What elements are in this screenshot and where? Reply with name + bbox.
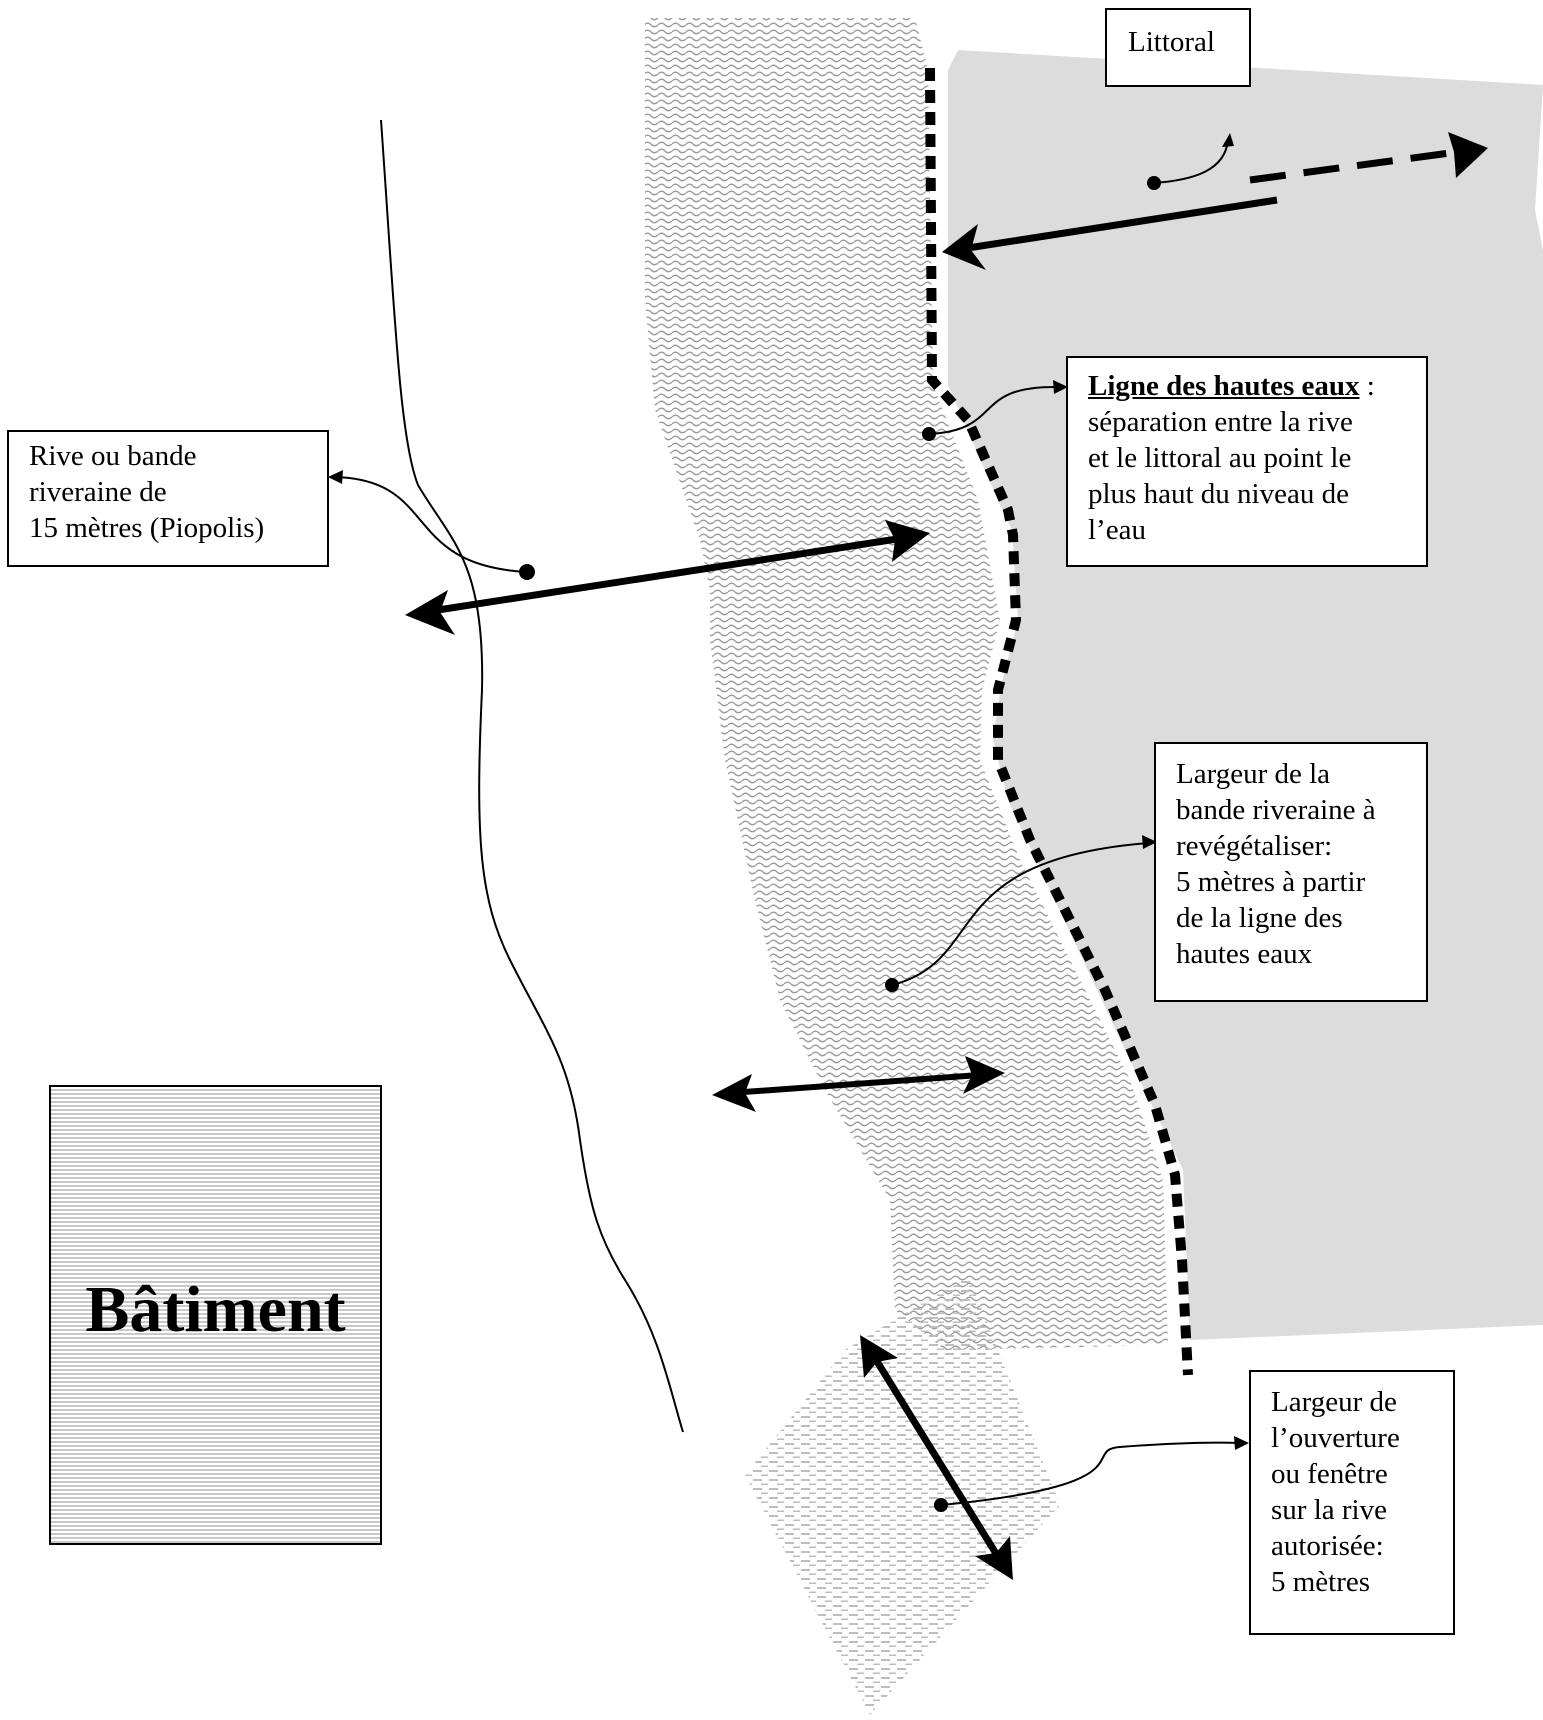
revegetation-line-6: hautes eaux [1176,938,1313,970]
opening-leader [934,1436,1249,1512]
rive-leader [328,470,535,580]
revegetation-line-2: bande riveraine à [1176,794,1376,826]
shore-band-width-arrow [405,520,930,635]
opening-line-2: l’ouverture [1271,1422,1400,1454]
rive-label-line-3: 15 mètres (Piopolis) [29,512,265,544]
rive-label-box: Rive ou bande riveraine de 15 mètres (Pi… [7,430,329,567]
high-water-label-box: Ligne des hautes eaux : séparation entre… [1066,356,1428,567]
littoral-label-box: Littoral [1105,8,1251,87]
opening-line-4: sur la rive [1271,1494,1387,1526]
revegetation-line-1: Largeur de la [1176,758,1331,790]
rive-label-line-1: Rive ou bande [29,440,197,472]
littoral-leader [1147,133,1234,190]
revegetation-line-4: 5 mètres à partir [1176,866,1366,898]
opening-line-3: ou fenêtre [1271,1458,1388,1490]
high-water-line-2: et le littoral au point le [1088,442,1352,474]
high-water-line [925,67,1193,1376]
shore-band-boundary-line [380,119,684,1433]
high-water-line-1: séparation entre la rive [1088,406,1353,438]
littoral-label: Littoral [1128,26,1215,58]
opening-label-box: Largeur de l’ouverture ou fenêtre sur la… [1249,1370,1455,1635]
opening-line-5: autorisée: [1271,1530,1384,1562]
high-water-heading: Ligne des hautes eaux [1088,370,1360,402]
building-label: Bâtiment [85,1273,346,1346]
opening-line-6: 5 mètres [1271,1566,1371,1598]
revegetation-line-3: revégétaliser: [1176,830,1333,862]
high-water-colon: : [1359,370,1375,402]
revegetation-leader [885,835,1157,992]
building: Bâtiment [49,1085,382,1545]
opening-line-1: Largeur de [1271,1386,1397,1418]
riparian-band-area [645,18,1168,1350]
allowed-opening-area [745,1275,1060,1715]
high-water-line-4: l’eau [1088,514,1146,546]
high-water-heading-line: Ligne des hautes eaux : [1088,368,1426,404]
opening-width-arrow [860,1335,1013,1580]
revegetation-line-5: de la ligne des [1176,902,1343,934]
high-water-leader [922,380,1068,441]
revegetation-width-arrow [712,1056,1005,1112]
rive-label-line-2: riveraine de [29,476,167,508]
littoral-direction-arrow [942,132,1488,270]
high-water-line-3: plus haut du niveau de [1088,478,1349,510]
revegetation-label-box: Largeur de la bande riveraine à revégéta… [1154,742,1428,1002]
